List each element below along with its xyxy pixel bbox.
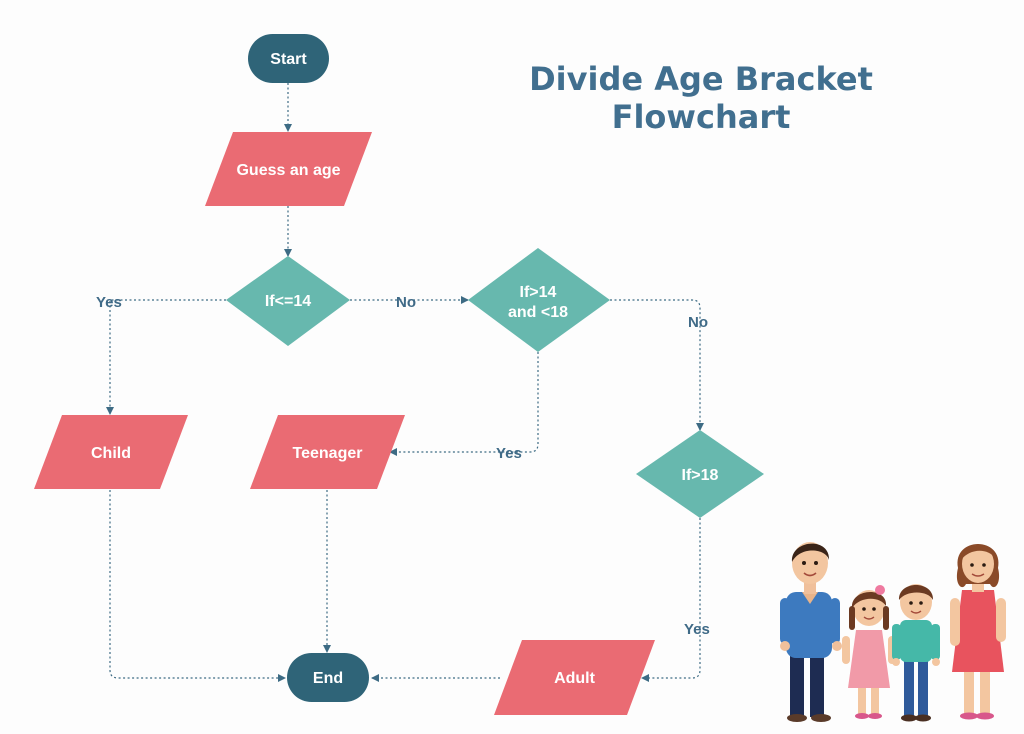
- node-guess-age[interactable]: Guess an age: [205, 132, 372, 206]
- edge-decision1-child: [106, 299, 226, 415]
- girl-figure-icon: [842, 585, 896, 719]
- family-illustration-icon: [780, 542, 1006, 722]
- edge-label-d2-no: No: [688, 314, 708, 331]
- node-start[interactable]: Start: [248, 34, 329, 83]
- node-end-label: End: [313, 670, 343, 687]
- edge-label-d2-yes: Yes: [496, 445, 522, 462]
- node-end[interactable]: End: [287, 653, 369, 702]
- node-teenager-label: Teenager: [293, 445, 363, 462]
- title-line-2: Flowchart: [611, 98, 791, 136]
- node-decision-2-line-2: and <18: [508, 304, 568, 321]
- node-guess-age-label: Guess an age: [236, 162, 340, 179]
- node-decision-1[interactable]: If<=14: [226, 256, 350, 346]
- edge-child-end: [109, 490, 286, 682]
- edge-decision3-adult: [641, 518, 701, 682]
- node-child[interactable]: Child: [34, 415, 188, 489]
- node-child-label: Child: [91, 445, 131, 462]
- node-adult-label: Adult: [554, 670, 596, 687]
- node-decision-1-label: If<=14: [265, 293, 311, 310]
- node-teenager[interactable]: Teenager: [250, 415, 405, 489]
- edge-label-d1-yes: Yes: [96, 294, 122, 311]
- edge-decision2-decision3: [610, 299, 704, 431]
- page-title: Divide Age Bracket Flowchart: [520, 60, 882, 136]
- node-decision-2[interactable]: If>14 and <18: [468, 248, 610, 352]
- node-decision-3[interactable]: If>18: [636, 430, 764, 518]
- boy-figure-icon: [892, 584, 940, 722]
- node-decision-3-label: If>18: [682, 467, 719, 484]
- edge-label-d3-yes: Yes: [684, 621, 710, 638]
- edge-label-d1-no: No: [396, 294, 416, 311]
- father-figure-icon: [780, 542, 842, 722]
- node-decision-2-line-1: If>14: [520, 284, 557, 301]
- edge-decision2-teenager: [389, 352, 539, 456]
- node-start-label: Start: [270, 51, 307, 68]
- node-adult[interactable]: Adult: [494, 640, 655, 715]
- title-line-1: Divide Age Bracket: [529, 60, 873, 98]
- edges: [106, 83, 704, 682]
- mother-figure-icon: [950, 544, 1006, 720]
